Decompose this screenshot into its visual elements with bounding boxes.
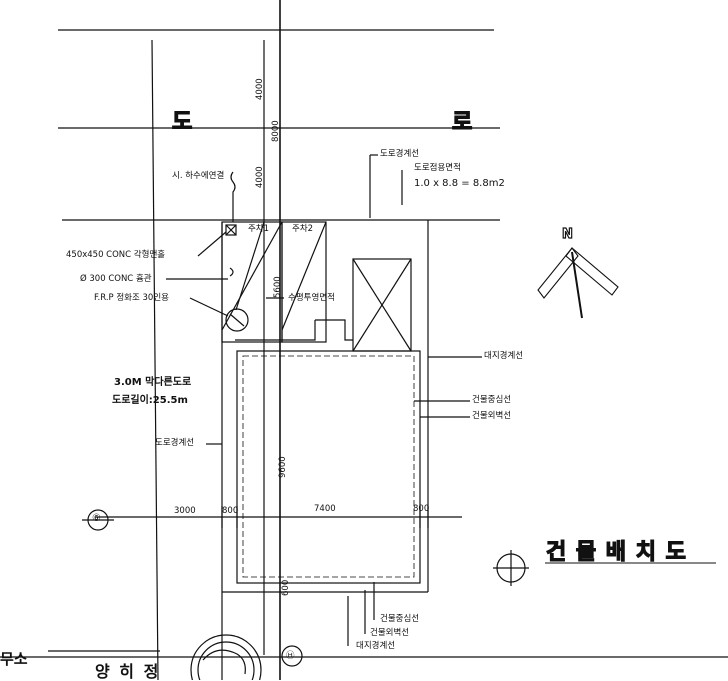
label-site-boundary-right: 대지경계선	[484, 351, 524, 361]
dim-4000-bottom: 4000	[255, 166, 265, 188]
label-road-boundary-top: 도로경계선	[380, 149, 420, 159]
road-boundary-left-line	[151, 39, 159, 680]
north-arrow-icon	[537, 247, 619, 319]
label-road-boundary-left: 도로경계선	[155, 438, 195, 448]
dim-800-left: 800	[222, 506, 239, 516]
catch-basin-symbol	[225, 224, 237, 236]
title-symbol-icon	[493, 550, 529, 586]
label-site-boundary-bottom: 대지경계선	[356, 641, 396, 651]
dim-800-right: 800	[413, 504, 430, 514]
seal-icon	[190, 634, 262, 680]
septic-tank-symbol	[225, 308, 249, 332]
stair-block	[352, 258, 412, 352]
label-pipe: Ø 300 CONC 흄관	[80, 274, 152, 284]
label-road-area-title: 도로점용면적	[414, 163, 461, 173]
parking-space-2	[281, 221, 327, 343]
label-building-outer-bottom: 건물외벽선	[370, 628, 410, 638]
label-parking-2: 주차2	[292, 224, 314, 234]
dim-5600: 5600	[273, 276, 283, 298]
building-outer-wall	[236, 350, 421, 584]
grid-marker-bottom-icon	[281, 645, 303, 667]
sheet-title: 건 물 배 치 도	[545, 540, 687, 565]
dim-7400: 7400	[314, 504, 336, 514]
marker-left-label: ⑥	[92, 513, 101, 524]
label-building-center-bottom: 건물중심선	[380, 614, 420, 624]
label-building-outer-right: 건물외벽선	[472, 411, 512, 421]
label-road-note-2: 도로길이:25.5m	[112, 395, 188, 406]
label-building-center-right: 건물중심선	[472, 395, 512, 405]
label-road-note-1: 3.0M 막다른도로	[114, 377, 192, 388]
label-road-area-calc: 1.0 x 8.8 = 8.8m2	[414, 178, 505, 189]
road-char-right: 로	[451, 110, 475, 135]
dim-3000: 3000	[174, 506, 196, 516]
grid-marker-left-icon	[82, 509, 114, 531]
road-char-left: 도	[171, 110, 195, 135]
building-center-line	[242, 355, 415, 578]
name-fragment: 양 히 정	[95, 662, 161, 681]
label-sewer: 시. 하수에연결	[172, 171, 225, 181]
dim-600: 600	[281, 579, 291, 596]
marker-bottom-label: ㉥	[286, 651, 295, 661]
dim-4000-top: 4000	[255, 78, 265, 100]
office-fragment: 무소	[0, 650, 28, 668]
dim-8000: 8000	[271, 120, 281, 142]
dim-9600: 9600	[278, 456, 288, 478]
label-catch-basin: 450x450 CONC 각형맨홀	[66, 250, 166, 260]
label-projection-area: 수평투영면적	[288, 293, 335, 303]
label-parking-1: 주차1	[248, 224, 270, 234]
label-frp-tank: F.R.P 정화조 30인용	[94, 293, 169, 303]
north-label: N	[561, 227, 573, 242]
